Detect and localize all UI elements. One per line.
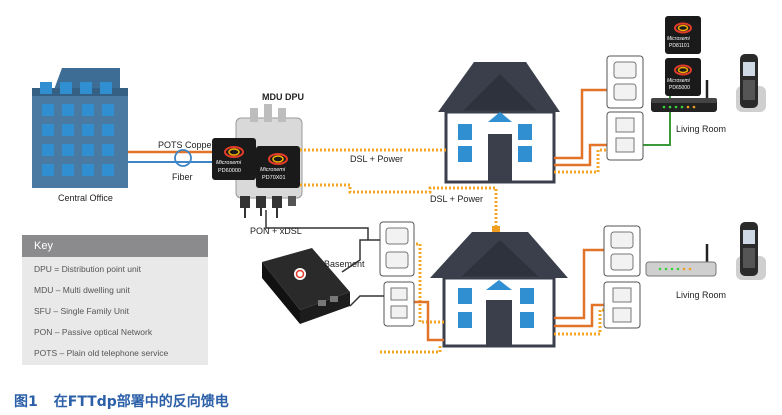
living-room-label-upper: Living Room bbox=[676, 124, 727, 134]
lower-power-outlet bbox=[603, 225, 641, 277]
upper-phone-icon bbox=[736, 54, 766, 112]
pd81101-chip bbox=[665, 16, 701, 54]
living-room-label-lower: Living Room bbox=[676, 290, 727, 300]
upper-copper-wire-b bbox=[554, 143, 620, 167]
figure-number: 图1 bbox=[14, 394, 38, 410]
lower-copper-wire-a bbox=[554, 248, 612, 320]
pd65000-label: PD65000 bbox=[669, 85, 690, 91]
key-item-sfu: SFU – Single Family Unit bbox=[34, 306, 129, 316]
lower-router bbox=[645, 244, 717, 277]
key-item-pots: POTS – Plain old telephone service bbox=[34, 348, 169, 358]
basement-label: Basement bbox=[324, 259, 365, 269]
pots-copper-label: POTS Copper bbox=[158, 140, 215, 150]
pd60000-chip bbox=[212, 138, 256, 180]
upper-phone-jack bbox=[606, 111, 644, 161]
dsl-power-line-lower bbox=[300, 183, 498, 230]
pd81101-brand: Microsemi bbox=[667, 36, 690, 42]
pd60000-brand: Microsemi bbox=[216, 160, 242, 166]
injector-cable-b bbox=[349, 295, 384, 307]
injector-cable-a bbox=[341, 239, 380, 273]
upper-house bbox=[438, 62, 560, 184]
pon-xdsl-line bbox=[265, 210, 369, 240]
basement-power-wire-b bbox=[380, 346, 442, 354]
fiber-label: Fiber bbox=[172, 172, 193, 182]
dsl-power-label-lower: DSL + Power bbox=[430, 194, 483, 204]
key-item-pon: PON – Passive optical Network bbox=[34, 327, 153, 337]
figure-caption: 图1 在FTTdp部署中的反向馈电 bbox=[14, 391, 229, 411]
lower-copper-wire-b bbox=[554, 303, 612, 328]
pd65000-brand: Microsemi bbox=[667, 78, 690, 84]
central-office-building bbox=[32, 68, 128, 188]
central-office-label: Central Office bbox=[58, 193, 113, 203]
pd70x01-label: PD70X01 bbox=[262, 175, 286, 181]
basement-power-outlet bbox=[379, 221, 415, 277]
key-item-dpu: DPU = Distribution point unit bbox=[34, 264, 142, 274]
basement-phone-jack bbox=[383, 281, 415, 327]
lower-phone-jack bbox=[603, 281, 641, 329]
lower-phone-icon bbox=[736, 222, 766, 280]
dsl-power-label-upper: DSL + Power bbox=[350, 154, 403, 164]
upper-router bbox=[651, 80, 717, 112]
upper-copper-wire-a bbox=[554, 88, 620, 160]
lower-house bbox=[430, 232, 568, 348]
upper-power-outlet bbox=[606, 55, 644, 109]
pd65000-chip bbox=[665, 58, 701, 96]
pd70x01-brand: Microsemi bbox=[260, 167, 286, 173]
pon-xdsl-label: PON + xDSL bbox=[250, 226, 302, 236]
pd81101-label: PD81101 bbox=[669, 43, 690, 49]
figure-caption-text: 在FTTdp部署中的反向馈电 bbox=[53, 394, 229, 410]
fiber-coil bbox=[174, 149, 192, 167]
mdu-dpu-label: MDU DPU bbox=[262, 92, 304, 102]
poe-injector bbox=[262, 248, 350, 324]
key-title: Key bbox=[22, 235, 208, 257]
pd60000-label: PD60000 bbox=[218, 168, 241, 174]
pd70x01-chip bbox=[256, 146, 300, 188]
key-item-mdu: MDU – Multi dwelling unit bbox=[34, 285, 130, 295]
